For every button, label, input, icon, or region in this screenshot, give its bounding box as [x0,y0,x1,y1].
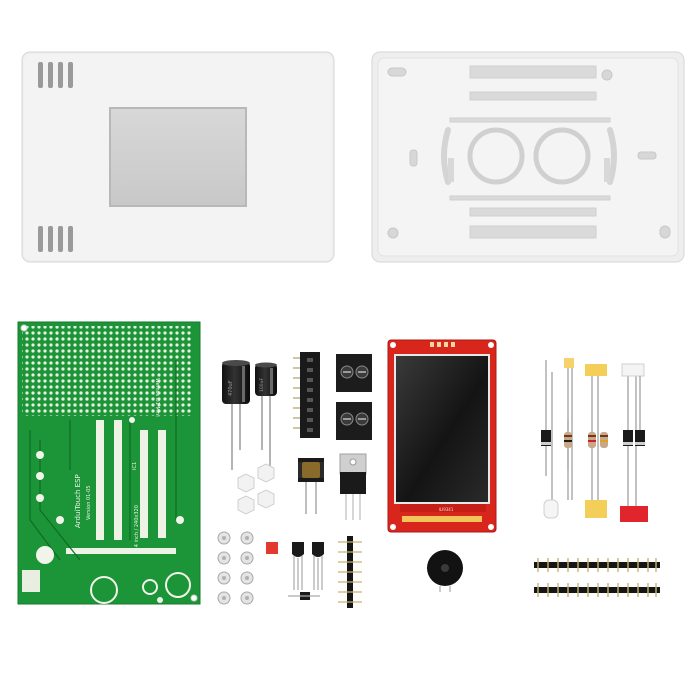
screw-terminal-1 [336,354,372,392]
enclosure-back [371,51,685,263]
plastic-spacers [237,463,275,515]
vent-slots-bottom [38,226,73,252]
screw-nuts [217,531,254,605]
resistor-2 [588,432,596,448]
pcb-silk-title: ArduiTouch ESP [74,474,82,528]
diode-2 [623,430,633,446]
red-ceramic-part [266,542,278,554]
enclosure-front [21,51,335,263]
pcb-silk-subtitle: Version 01-05 [86,485,92,520]
pcb-label-ic: IC1 [132,462,138,470]
cable-knockout-circles [467,127,591,185]
cap1-label: 470uF [228,380,234,396]
electrolytic-capacitor-2: 100uF [255,362,277,470]
led-yellow-1 [564,358,574,500]
led-yellow-2 [585,364,607,518]
male-pin-header-1 [534,558,660,572]
short-pin-header [338,536,362,608]
female-pin-header [293,352,320,438]
pcb-silk-brand: Wemos D1 Mini [154,378,160,417]
buzzer [427,550,463,592]
cap2-label: 100uF [259,378,265,392]
mounting-slots [387,67,671,239]
electrolytic-capacitor-1: 470uF [222,360,250,470]
voltage-regulator [339,453,367,520]
display-window [109,107,247,207]
tft-silk-bottom: ILI9341 [439,507,454,512]
screw-terminal-2 [336,402,372,440]
resistor-1 [564,420,572,470]
diode-3 [635,376,645,446]
transistor-2 [312,542,324,590]
transistor-1 [292,542,304,590]
pcb-board: ArduiTouch ESP Version 01-05 2.4 inch / … [17,321,201,605]
tft-display-module: ILI9341 [387,339,497,533]
small-transistor-3 [288,592,320,600]
pcb-cap-footprint-2 [165,572,191,598]
pcb-silk-display: 2.4 inch / 240x320 [134,505,140,552]
pcb-cap-footprint-1 [90,576,118,604]
inductor [298,458,324,514]
vent-slots-top [38,62,73,88]
diode-1 [541,360,551,476]
male-pin-header-2 [534,583,660,597]
resistor-3 [600,432,608,448]
pcb-label-c1: C1 [28,581,35,587]
led-with-leads [543,372,559,519]
pcb-pin-rows [66,420,176,554]
